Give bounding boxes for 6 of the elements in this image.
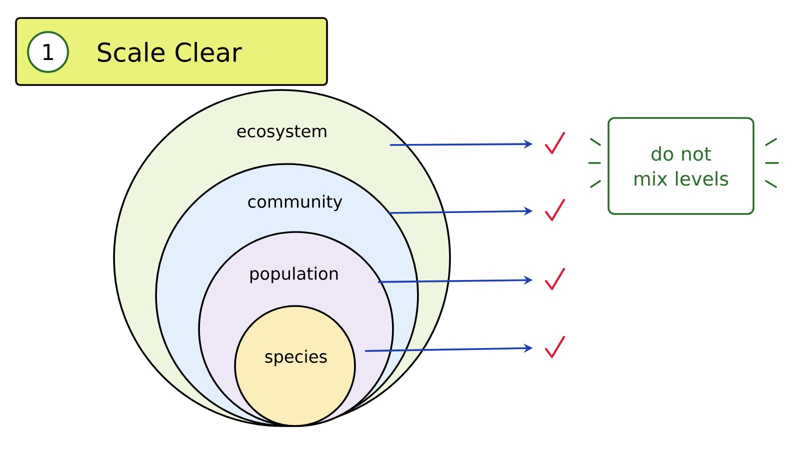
check-mark — [544, 132, 566, 154]
check-mark — [544, 336, 566, 358]
note-box: do not mix levels — [608, 117, 754, 215]
check-mark — [544, 268, 566, 290]
check-mark — [544, 198, 566, 222]
step-badge: 1 — [27, 31, 69, 73]
